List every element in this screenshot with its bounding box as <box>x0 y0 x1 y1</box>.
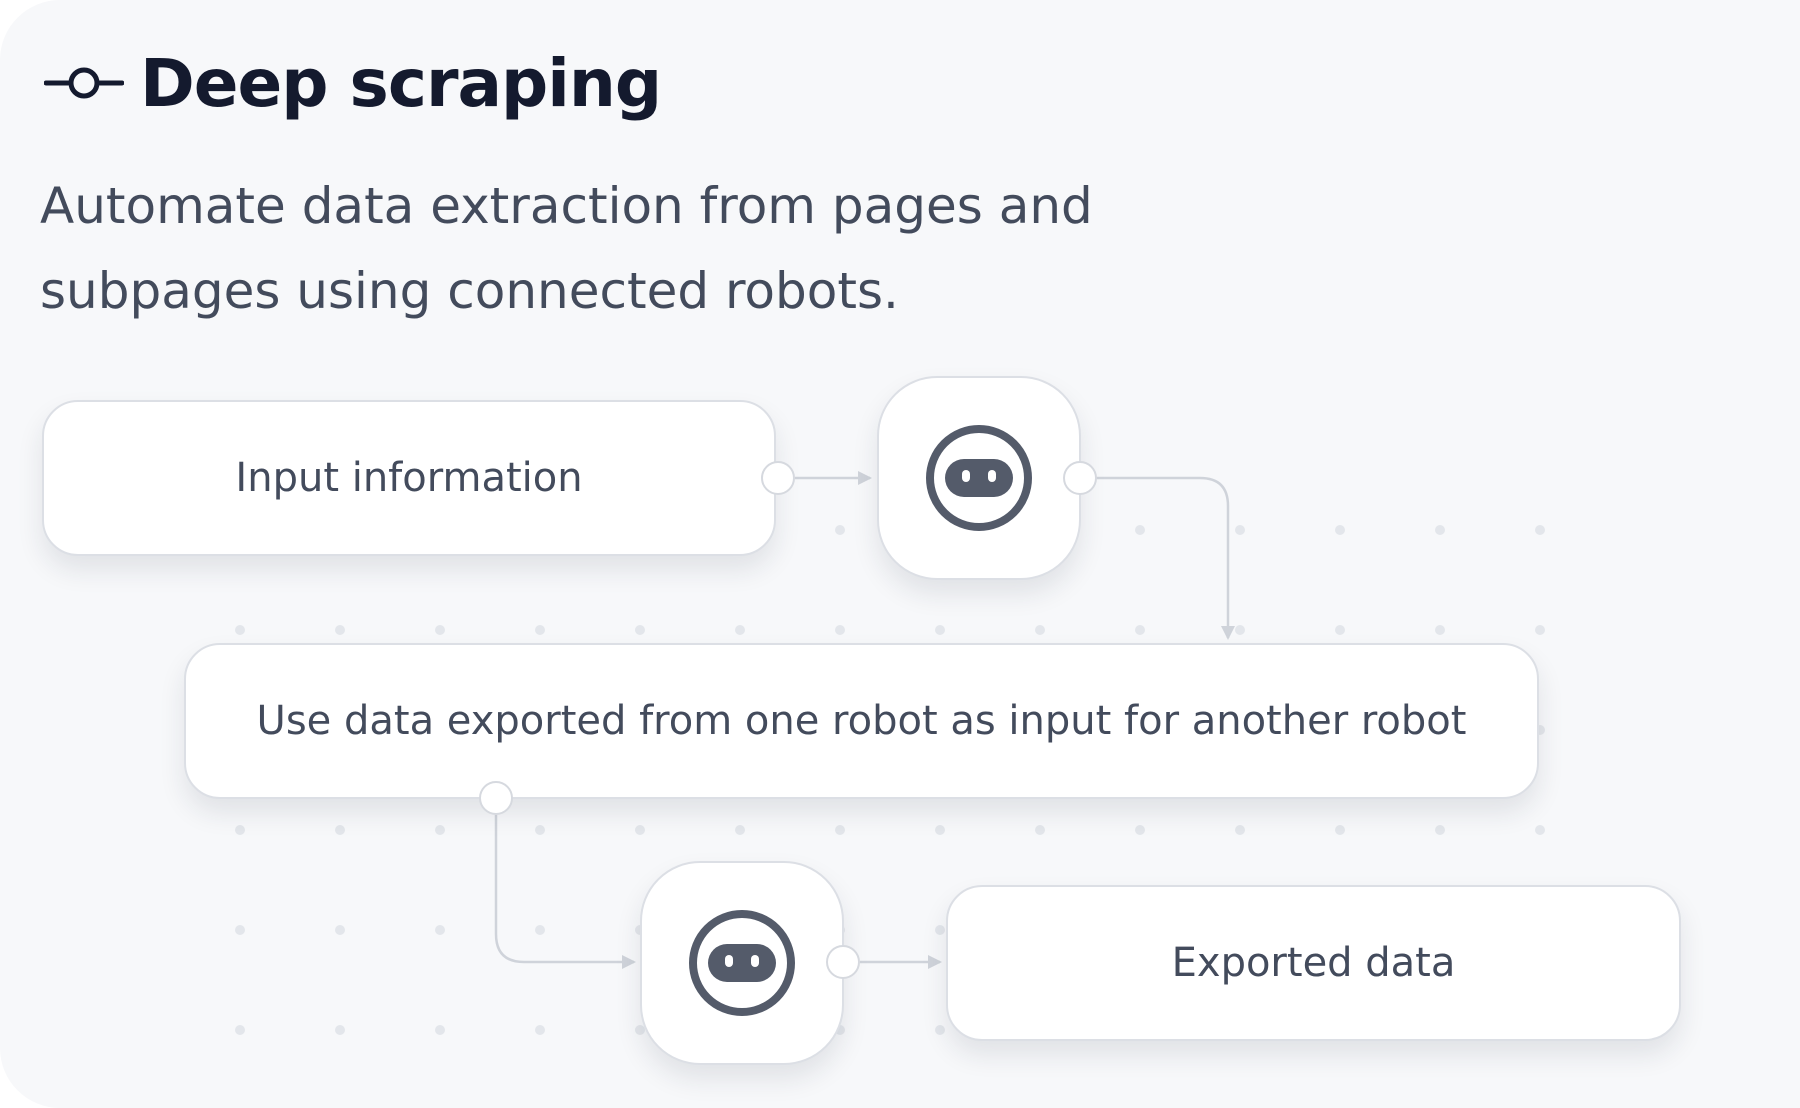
grid-dot <box>1535 825 1545 835</box>
grid-dot <box>335 1025 345 1035</box>
grid-dot <box>1335 625 1345 635</box>
exported-data-node: Exported data <box>946 885 1681 1041</box>
page-title: Deep scraping <box>140 44 662 122</box>
robot-node-2 <box>640 861 844 1065</box>
grid-dot <box>535 825 545 835</box>
grid-dot <box>335 925 345 935</box>
grid-dot <box>335 825 345 835</box>
header: Deep scraping <box>44 38 662 128</box>
git-commit-icon <box>44 67 124 99</box>
grid-dot <box>1335 825 1345 835</box>
output-port <box>479 781 513 815</box>
grid-dot <box>635 1025 645 1035</box>
grid-dot <box>1435 525 1445 535</box>
page-subtitle: Automate data extraction from pages and … <box>40 177 1093 320</box>
grid-dot <box>1035 625 1045 635</box>
grid-dot <box>935 925 945 935</box>
grid-dot <box>935 825 945 835</box>
grid-dot <box>835 825 845 835</box>
output-port <box>761 461 795 495</box>
grid-dot <box>435 925 445 935</box>
grid-dot <box>1535 525 1545 535</box>
grid-dot <box>1435 625 1445 635</box>
output-port <box>826 945 860 979</box>
grid-dot <box>1135 525 1145 535</box>
grid-dot <box>235 625 245 635</box>
grid-dot <box>535 925 545 935</box>
robot-icon <box>689 910 795 1016</box>
grid-dot <box>1335 525 1345 535</box>
grid-dot <box>1535 625 1545 635</box>
grid-dot <box>935 1025 945 1035</box>
grid-dot <box>635 825 645 835</box>
grid-dot <box>235 825 245 835</box>
grid-dot <box>1135 825 1145 835</box>
chained-data-label: Use data exported from one robot as inpu… <box>256 698 1467 744</box>
grid-dot <box>535 1025 545 1035</box>
grid-dot <box>335 625 345 635</box>
grid-dot <box>1235 825 1245 835</box>
grid-dot <box>635 625 645 635</box>
grid-dot <box>1035 825 1045 835</box>
grid-dot <box>835 625 845 635</box>
grid-dot <box>435 825 445 835</box>
grid-dot <box>235 1025 245 1035</box>
connector-robot-to-middle <box>1096 476 1235 640</box>
grid-dot <box>835 525 845 535</box>
grid-dot <box>1235 525 1245 535</box>
connector-middle-to-robot <box>494 815 636 969</box>
grid-dot <box>235 925 245 935</box>
exported-data-label: Exported data <box>1171 940 1456 986</box>
grid-dot <box>735 625 745 635</box>
robot-icon <box>926 425 1032 531</box>
input-information-node: Input information <box>42 400 776 556</box>
grid-dot <box>535 625 545 635</box>
grid-dot <box>435 625 445 635</box>
grid-dot <box>435 1025 445 1035</box>
grid-dot <box>735 825 745 835</box>
grid-dot <box>1235 625 1245 635</box>
grid-dot <box>935 625 945 635</box>
input-information-label: Input information <box>235 455 583 501</box>
chained-data-node: Use data exported from one robot as inpu… <box>184 643 1539 799</box>
output-port <box>1063 461 1097 495</box>
robot-node-1 <box>877 376 1081 580</box>
grid-dot <box>1435 825 1445 835</box>
grid-dot <box>1135 625 1145 635</box>
